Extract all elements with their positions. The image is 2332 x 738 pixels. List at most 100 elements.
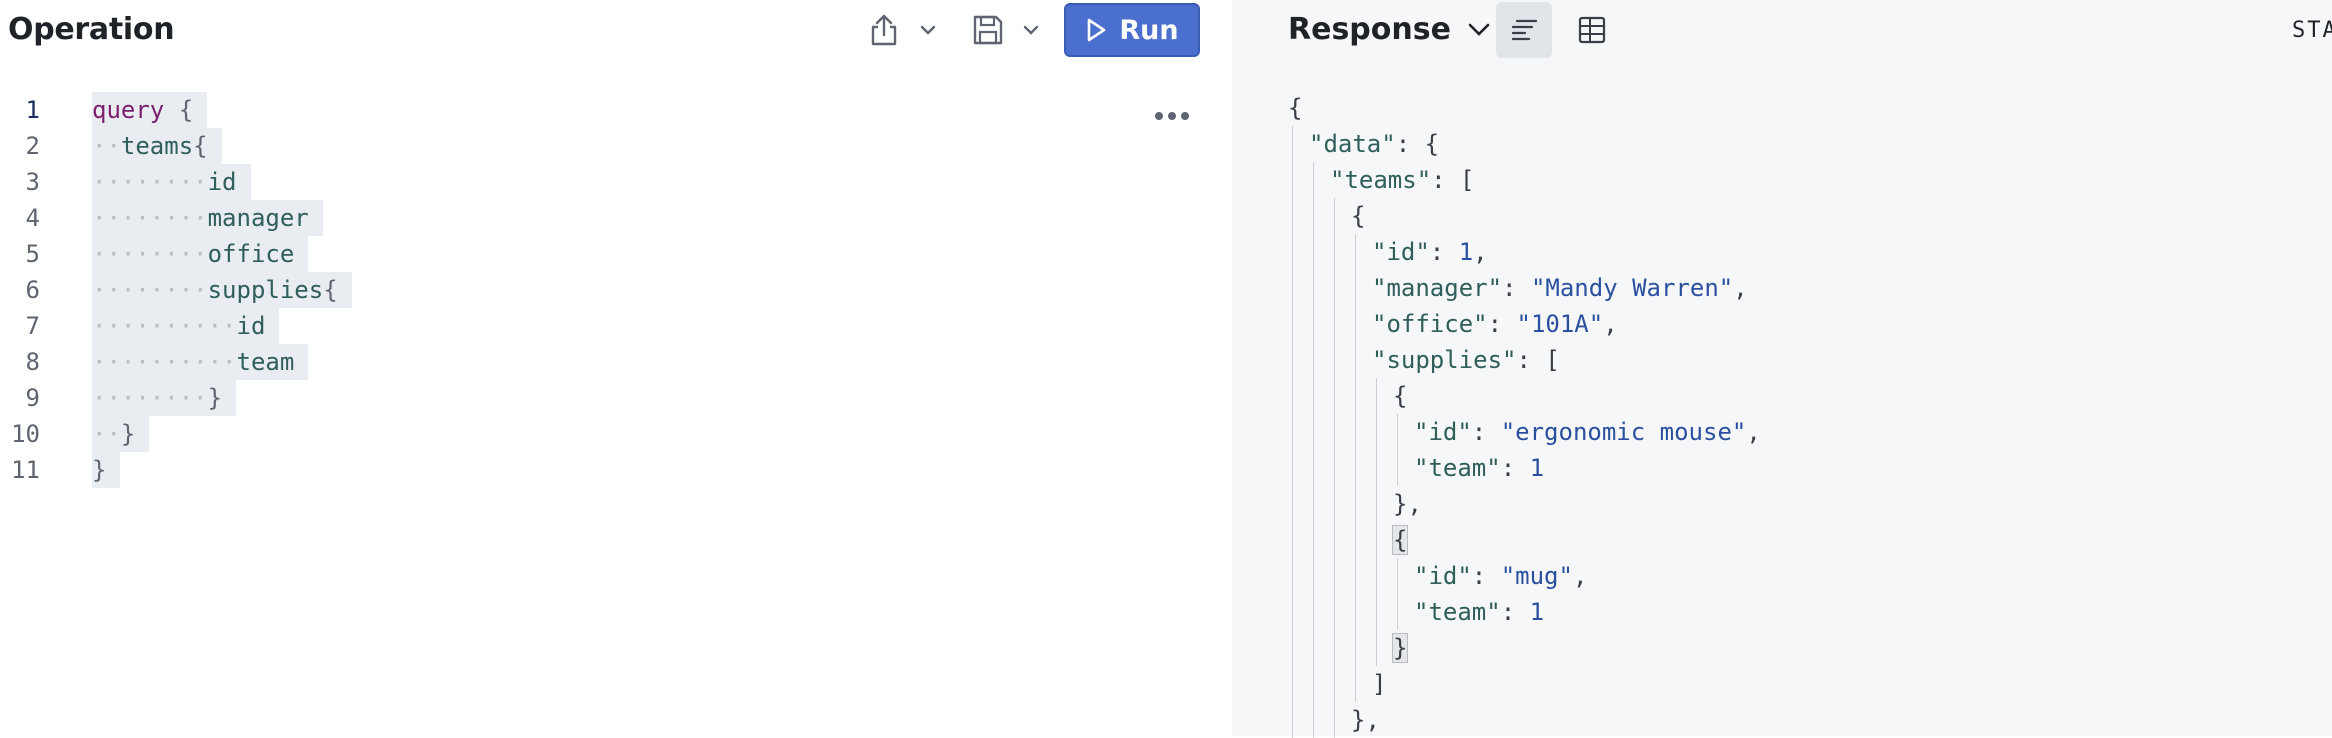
json-text: "team": 1: [1414, 594, 1544, 630]
json-line: "teams": [: [1232, 162, 2332, 198]
indent-guide: [1376, 450, 1377, 486]
code-line[interactable]: 10··}: [0, 416, 1232, 452]
json-value: 1: [1529, 598, 1545, 626]
code-text: ········id: [92, 164, 251, 200]
line-number: 9: [25, 384, 40, 412]
indent-guide: [1334, 666, 1335, 702]
code-line[interactable]: 9 ········}: [0, 380, 1232, 416]
code-text: ··········id: [92, 308, 280, 344]
save-options-button[interactable]: [1019, 18, 1043, 42]
json-value: "ergonomic mouse": [1500, 418, 1747, 446]
indent-guide: [1313, 342, 1314, 378]
indent-guide: [1397, 414, 1398, 450]
json-key: "teams": [1330, 166, 1432, 194]
indent-guide: [1313, 630, 1314, 666]
run-button[interactable]: Run: [1064, 3, 1200, 57]
share-button[interactable]: [866, 10, 902, 50]
json-punctuation: {: [1391, 525, 1409, 555]
response-selector[interactable]: Response: [1288, 12, 1491, 47]
line-number: 8: [25, 348, 40, 376]
line-number: 1: [25, 96, 40, 124]
indent-guide: [1397, 594, 1398, 630]
json-value: "Mandy Warren": [1530, 274, 1734, 302]
json-line: },: [1232, 486, 2332, 522]
json-punctuation: ,: [1572, 562, 1588, 590]
json-punctuation: :: [1500, 598, 1530, 626]
punctuation-token: }: [120, 420, 136, 448]
code-text: ········}: [92, 380, 237, 416]
line-number: 7: [25, 312, 40, 340]
code-line[interactable]: 7 ··········id: [0, 308, 1232, 344]
code-line[interactable]: 6········supplies{: [0, 272, 1232, 308]
json-key: "data": [1309, 130, 1396, 158]
json-line: }: [1232, 630, 2332, 666]
indent-guide: [1334, 522, 1335, 558]
indent-guide: [1376, 522, 1377, 558]
json-punctuation: },: [1393, 490, 1422, 518]
json-punctuation: :: [1487, 310, 1517, 338]
indent-guide: [1355, 306, 1356, 342]
code-text: ········manager: [92, 200, 323, 236]
code-line[interactable]: 3 ········id: [0, 164, 1232, 200]
chevron-down-icon: [920, 25, 936, 35]
indent-guide: [1313, 378, 1314, 414]
json-punctuation: : [: [1431, 166, 1475, 194]
indent-guide: [1355, 234, 1356, 270]
json-text: }: [1391, 630, 1409, 666]
indent-guide: [1292, 378, 1293, 414]
indent-guide: [1292, 630, 1293, 666]
json-line: {: [1232, 378, 2332, 414]
whitespace-marker: ········: [92, 204, 208, 232]
json-key: "manager": [1372, 274, 1503, 302]
indent-guide: [1313, 270, 1314, 306]
punctuation-token: }: [92, 456, 107, 484]
save-icon: [973, 15, 1003, 45]
json-line: "office": "101A",: [1232, 306, 2332, 342]
indent-guide: [1292, 450, 1293, 486]
json-text: {: [1351, 198, 1365, 234]
indent-guide: [1313, 450, 1314, 486]
code-text: ········office: [92, 236, 309, 272]
code-line[interactable]: 11}: [0, 452, 1232, 488]
json-text: {: [1393, 378, 1407, 414]
json-punctuation: :: [1502, 274, 1531, 302]
json-punctuation: ,: [1746, 418, 1761, 446]
whitespace-marker: ··········: [92, 348, 237, 376]
json-punctuation: :: [1471, 562, 1501, 590]
json-key: "team": [1414, 598, 1501, 626]
punctuation-token: }: [207, 384, 223, 412]
json-text: "office": "101A",: [1372, 306, 1618, 342]
indent-guide: [1292, 486, 1293, 522]
line-number: 10: [11, 420, 40, 448]
indent-guide: [1292, 198, 1293, 234]
indent-guide: [1376, 594, 1377, 630]
json-text: "data": {: [1309, 126, 1439, 162]
code-line[interactable]: 4········manager: [0, 200, 1232, 236]
json-line: {: [1232, 198, 2332, 234]
response-pane: Response STA {"data": {"teams": [{"id": …: [1232, 0, 2332, 738]
field-token: id: [207, 168, 237, 196]
field-token: office: [207, 240, 295, 268]
table-view-button[interactable]: [1564, 2, 1620, 58]
indent-guide: [1292, 594, 1293, 630]
json-punctuation: ]: [1372, 670, 1387, 698]
json-value: 1: [1529, 454, 1545, 482]
indent-guide: [1355, 342, 1356, 378]
save-button[interactable]: [968, 10, 1008, 50]
code-line[interactable]: 5········office: [0, 236, 1232, 272]
chevron-down-icon: [1468, 23, 1490, 36]
text-view-button[interactable]: [1496, 2, 1552, 58]
code-line[interactable]: 8··········team: [0, 344, 1232, 380]
json-punctuation: :: [1429, 238, 1459, 266]
indent-guide: [1376, 414, 1377, 450]
indent-guide: [1355, 486, 1356, 522]
code-line[interactable]: 2··teams{: [0, 128, 1232, 164]
more-icon[interactable]: [1150, 104, 1194, 128]
indent-guide: [1334, 342, 1335, 378]
indent-guide: [1313, 234, 1314, 270]
share-options-button[interactable]: [916, 18, 940, 42]
json-text: ]: [1372, 666, 1386, 702]
line-number: 3: [25, 168, 40, 196]
